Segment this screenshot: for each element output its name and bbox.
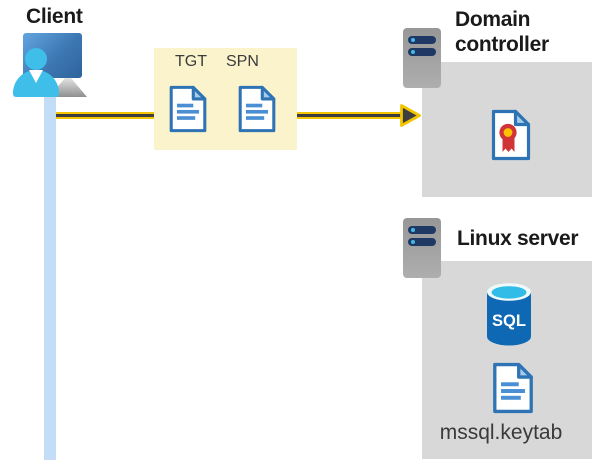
- tgt-label: TGT: [175, 53, 207, 70]
- client-label: Client: [26, 5, 83, 28]
- sql-database-icon: SQL: [487, 283, 531, 346]
- domain-controller-server-icon: [403, 28, 441, 88]
- keytab-document-icon: [493, 362, 533, 414]
- auth-arrow-shaft-right: [282, 112, 402, 119]
- client-lifeline: [44, 88, 56, 460]
- tgt-document-icon: [169, 85, 207, 133]
- linux-server-label: Linux server: [457, 227, 579, 250]
- spn-label: SPN: [226, 53, 259, 70]
- certificate-icon: [491, 109, 531, 161]
- spn-document-icon: [238, 85, 276, 133]
- domain-controller-label: Domain controller: [455, 8, 549, 56]
- auth-arrow-head-icon: [400, 104, 421, 127]
- keytab-filename-label: mssql.keytab: [439, 421, 563, 444]
- linux-server-icon: [403, 218, 441, 278]
- sql-badge-text: SQL: [492, 312, 526, 330]
- auth-arrow-shaft-left: [56, 112, 173, 119]
